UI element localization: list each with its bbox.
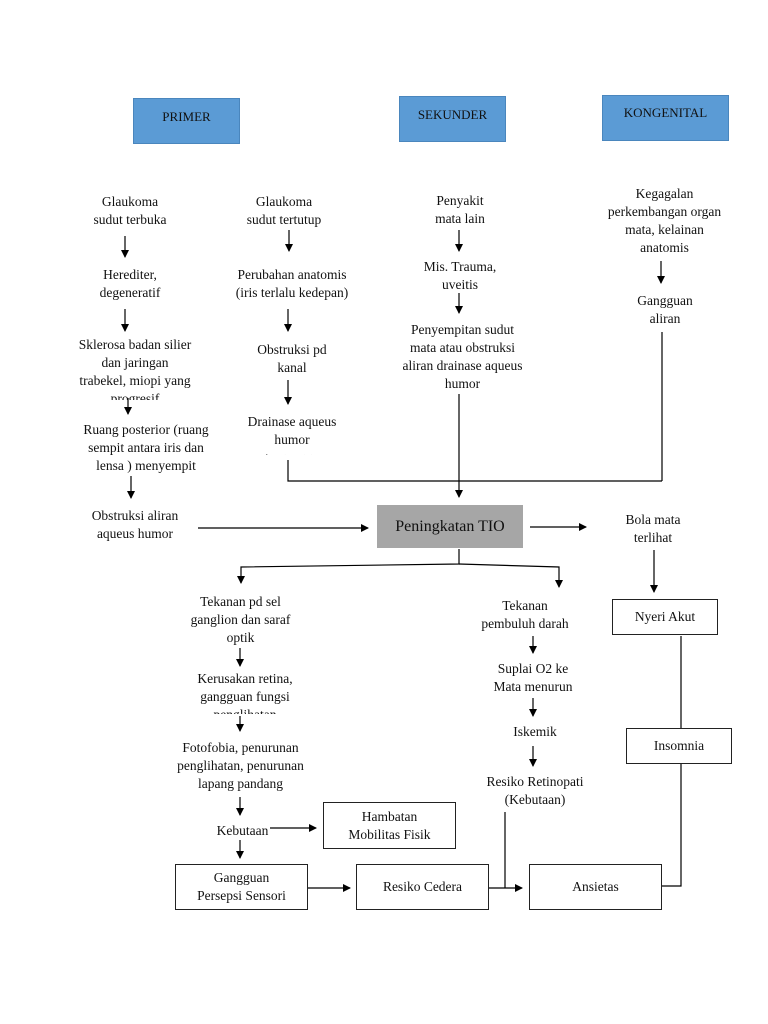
primer-closed-step3: Drainase aqueus humor terganggu (247, 414, 337, 455)
left-branch-n2: Kerusakan retina, gangguan fungsi pengli… (197, 671, 293, 714)
left-branch-n1: Tekanan pd sel ganglion dan saraf optik (190, 594, 291, 645)
insomnia-to-ansietas (662, 764, 682, 887)
primer-closed-step1: Perubahan anatomis (iris terlalu kedepan… (235, 267, 349, 300)
arrow-tio-mid (458, 563, 563, 588)
left-branch-n3: Fotofobia, penurunan penglihatan, penuru… (177, 740, 304, 791)
mid-branch-n1: Tekanan pembuluh darah (481, 598, 569, 631)
header-kongenital: KONGENITAL (602, 95, 729, 141)
primer-open-step1: Herediter, degeneratif (99, 267, 161, 300)
hambatan-mobilitas-box: Hambatan Mobilitas Fisik (323, 802, 456, 849)
nyeri-akut-box: Nyeri Akut (612, 599, 718, 635)
sekunder-cause: Penyakit mata lain (435, 193, 485, 226)
left-branch-n4: Kebutaan (216, 823, 269, 838)
gangguan-persepsi-box: Gangguan Persepsi Sensori (175, 864, 308, 910)
sekunder-step2: Penyempitan sudut mata atau obstruksi al… (402, 322, 523, 391)
primer-open-step3: Ruang posterior (ruang sempit antara iri… (83, 422, 209, 473)
mid-branch-n4: Resiko Retinopati (Kebutaan) (486, 774, 584, 807)
primer-open-step2: Sklerosa badan silier dan jaringan trabe… (78, 337, 192, 400)
header-sekunder: SEKUNDER (399, 96, 506, 142)
resiko-cedera-box: Resiko Cedera (356, 864, 489, 910)
ansietas-box: Ansietas (529, 864, 662, 910)
mid-branch-n3: Iskemik (513, 724, 557, 739)
bola-mata-node: Bola mata terlihat (625, 512, 681, 545)
kongenital-cause: Kegagalan perkembangan organ mata, kelai… (607, 186, 722, 255)
peningkatan-tio-node: Peningkatan TIO (377, 505, 523, 548)
collector-line (287, 460, 662, 482)
header-primer: PRIMER (133, 98, 240, 144)
sekunder-step1: Mis. Trauma, uveitis (423, 259, 497, 292)
primer-closed-step2: Obstruksi pd kanal (257, 342, 327, 375)
kongenital-step1: Gangguan aliran (637, 293, 693, 326)
primer-open-step4: Obstruksi aliran aqueus humor (91, 508, 179, 541)
arrow-tio-left (237, 549, 460, 584)
primer-closed-cause: Glaukoma sudut tertutup (246, 194, 322, 227)
mid-branch-n2: Suplai O2 ke Mata menurun (493, 661, 573, 694)
insomnia-box: Insomnia (626, 728, 732, 764)
primer-open-cause: Glaukoma sudut terbuka (93, 194, 167, 227)
